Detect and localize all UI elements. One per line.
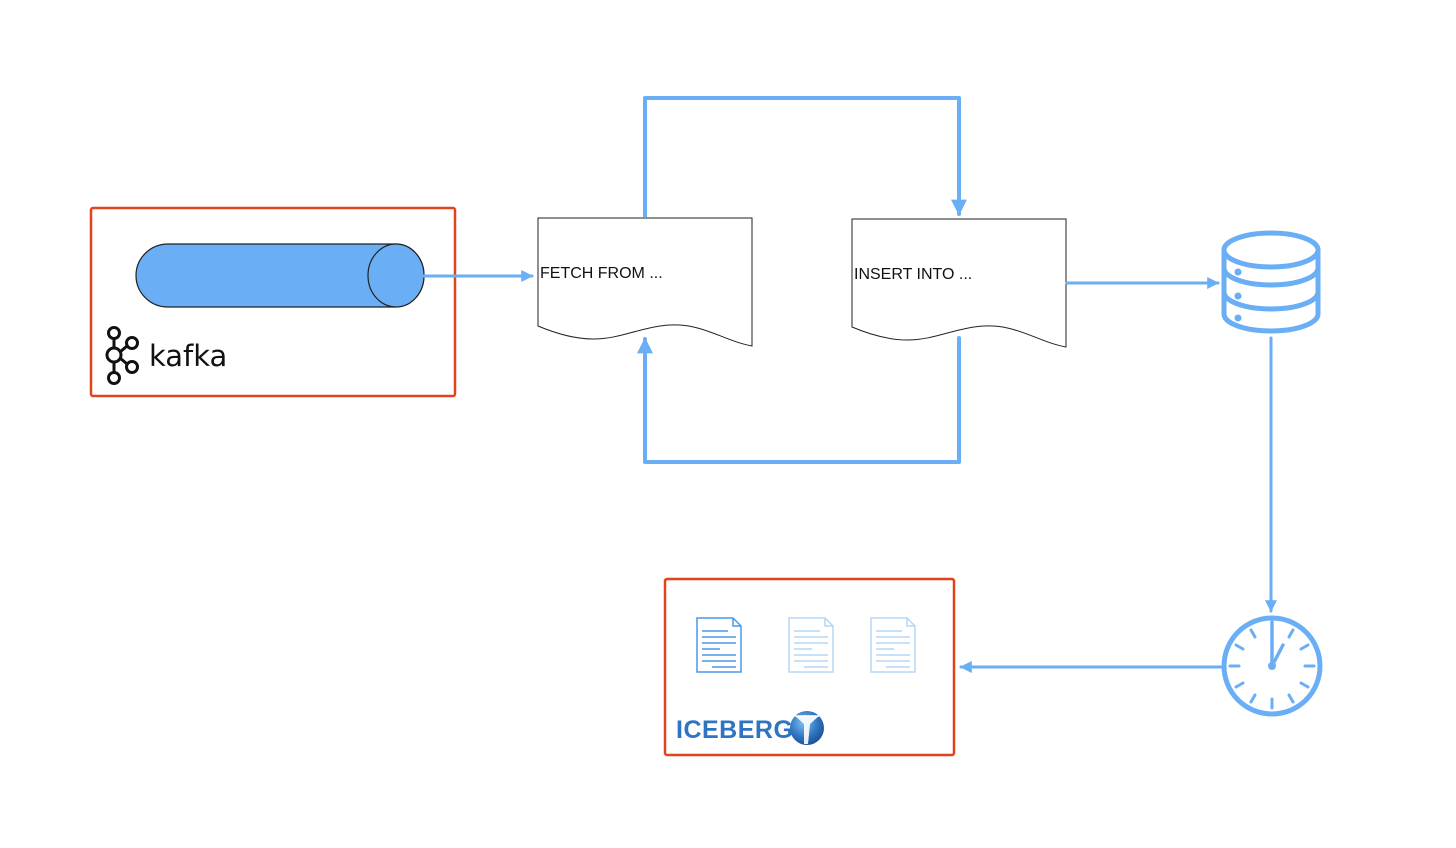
kafka-logo-icon: [105, 326, 139, 385]
file-icon-faded: [870, 617, 916, 673]
fetch-document: FETCH FROM ...: [537, 217, 753, 347]
iceberg-box: ICEBERG: [663, 577, 956, 757]
arrow-fetch-to-insert-loop: [643, 96, 967, 218]
insert-document: INSERT INTO ...: [851, 218, 1067, 348]
kafka-topic-cylinder-icon: [135, 243, 425, 308]
file-icon: [696, 617, 742, 673]
kafka-box: kafka: [89, 206, 457, 398]
fetch-document-label: FETCH FROM ...: [540, 265, 663, 282]
kafka-logo-text: kafka: [149, 339, 227, 373]
iceberg-logo-text: ICEBERG: [676, 716, 793, 744]
file-icon-faded: [788, 617, 834, 673]
iceberg-globe-icon: [790, 711, 824, 745]
insert-document-shape: [851, 218, 1067, 348]
arrow-insert-to-fetch-loop: [637, 336, 961, 464]
insert-document-label: INSERT INTO ...: [854, 266, 972, 283]
fetch-document-shape: [537, 217, 753, 347]
database-icon: [1221, 230, 1321, 334]
clock-icon: [1221, 615, 1323, 717]
